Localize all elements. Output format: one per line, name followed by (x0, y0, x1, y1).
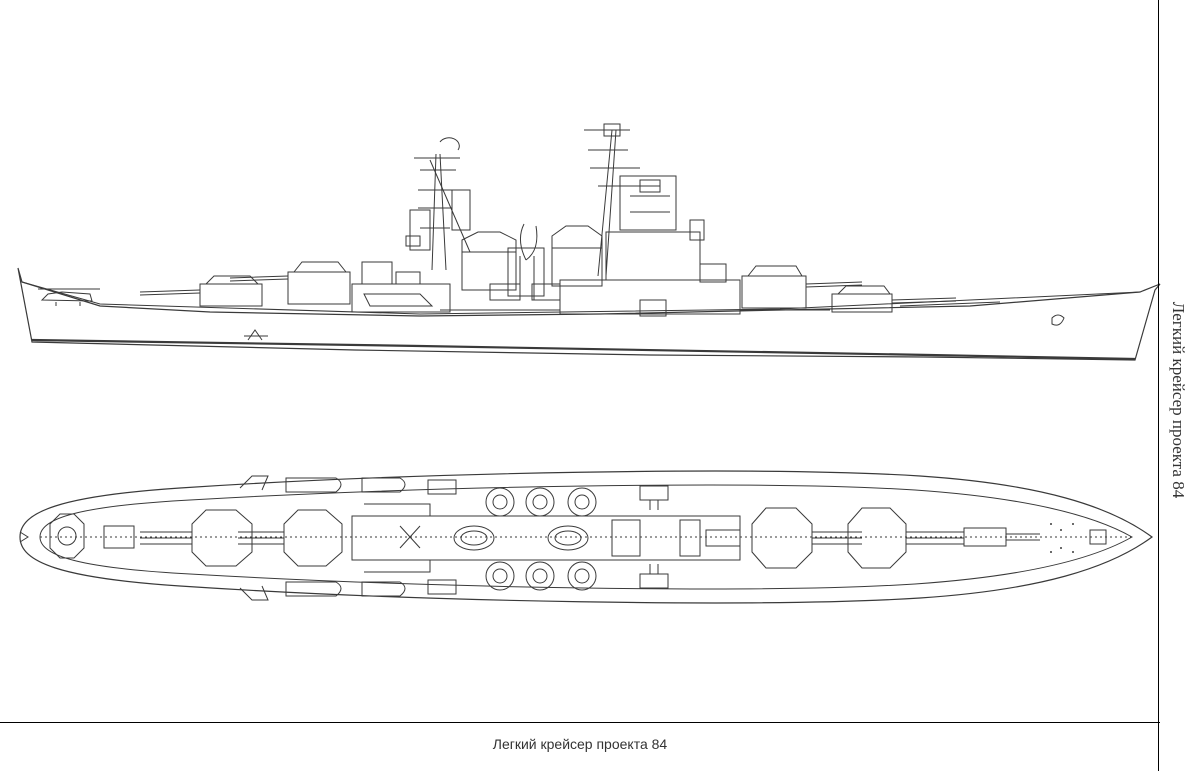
forward-superstructure (559, 263, 741, 317)
fwd-funnel-top (547, 525, 589, 551)
forward-funnel (551, 225, 603, 287)
deck-line (21, 281, 1141, 315)
fwd-funnel-inner (554, 530, 582, 546)
bow-fittings (1050, 523, 1074, 553)
deck-rail (440, 301, 1001, 311)
waterline (31, 338, 1136, 361)
side-profile-view (17, 123, 1161, 361)
aft-funnel (461, 231, 517, 291)
midship-section (489, 223, 561, 301)
figure-caption: Легкий крейсер проекта 84 (492, 736, 668, 752)
forward-mast (584, 123, 705, 281)
aft-superstructure (351, 261, 451, 313)
main-turret-aft-2 (229, 261, 351, 305)
aft-funnel-top (453, 525, 495, 551)
stern-tip-mark (19, 531, 29, 543)
aft-mast (405, 137, 471, 271)
small-gun-mounts (611, 485, 741, 589)
helipad-circle (57, 526, 77, 546)
main-turret-aft-1-plan (140, 509, 253, 567)
page-border-bottom (0, 722, 1160, 723)
main-turret-fwd-1-plan (751, 507, 862, 569)
secondary-mounts (485, 487, 597, 591)
plan-view (19, 470, 1154, 604)
helicopter-icon (38, 288, 100, 306)
aft-funnel-inner (460, 530, 488, 546)
anchor-icon (1051, 314, 1065, 326)
central-superstructure-plan (351, 503, 741, 573)
side-caption: Легкий крейсер проекта 84 (1169, 301, 1188, 499)
stern-mark (244, 329, 268, 341)
bow-guns (963, 527, 1107, 547)
main-turret-fwd-2 (831, 285, 957, 313)
sponson-bottom (239, 585, 269, 601)
boats-top (285, 477, 457, 495)
page-border-right (1158, 0, 1159, 771)
boats-bottom (285, 579, 457, 597)
main-turret-aft-2-plan (238, 509, 343, 567)
main-turret-fwd-1 (741, 265, 863, 309)
helipad-octagon (49, 513, 85, 559)
main-turret-fwd-2-plan (847, 507, 964, 569)
sponson-top (239, 475, 269, 491)
